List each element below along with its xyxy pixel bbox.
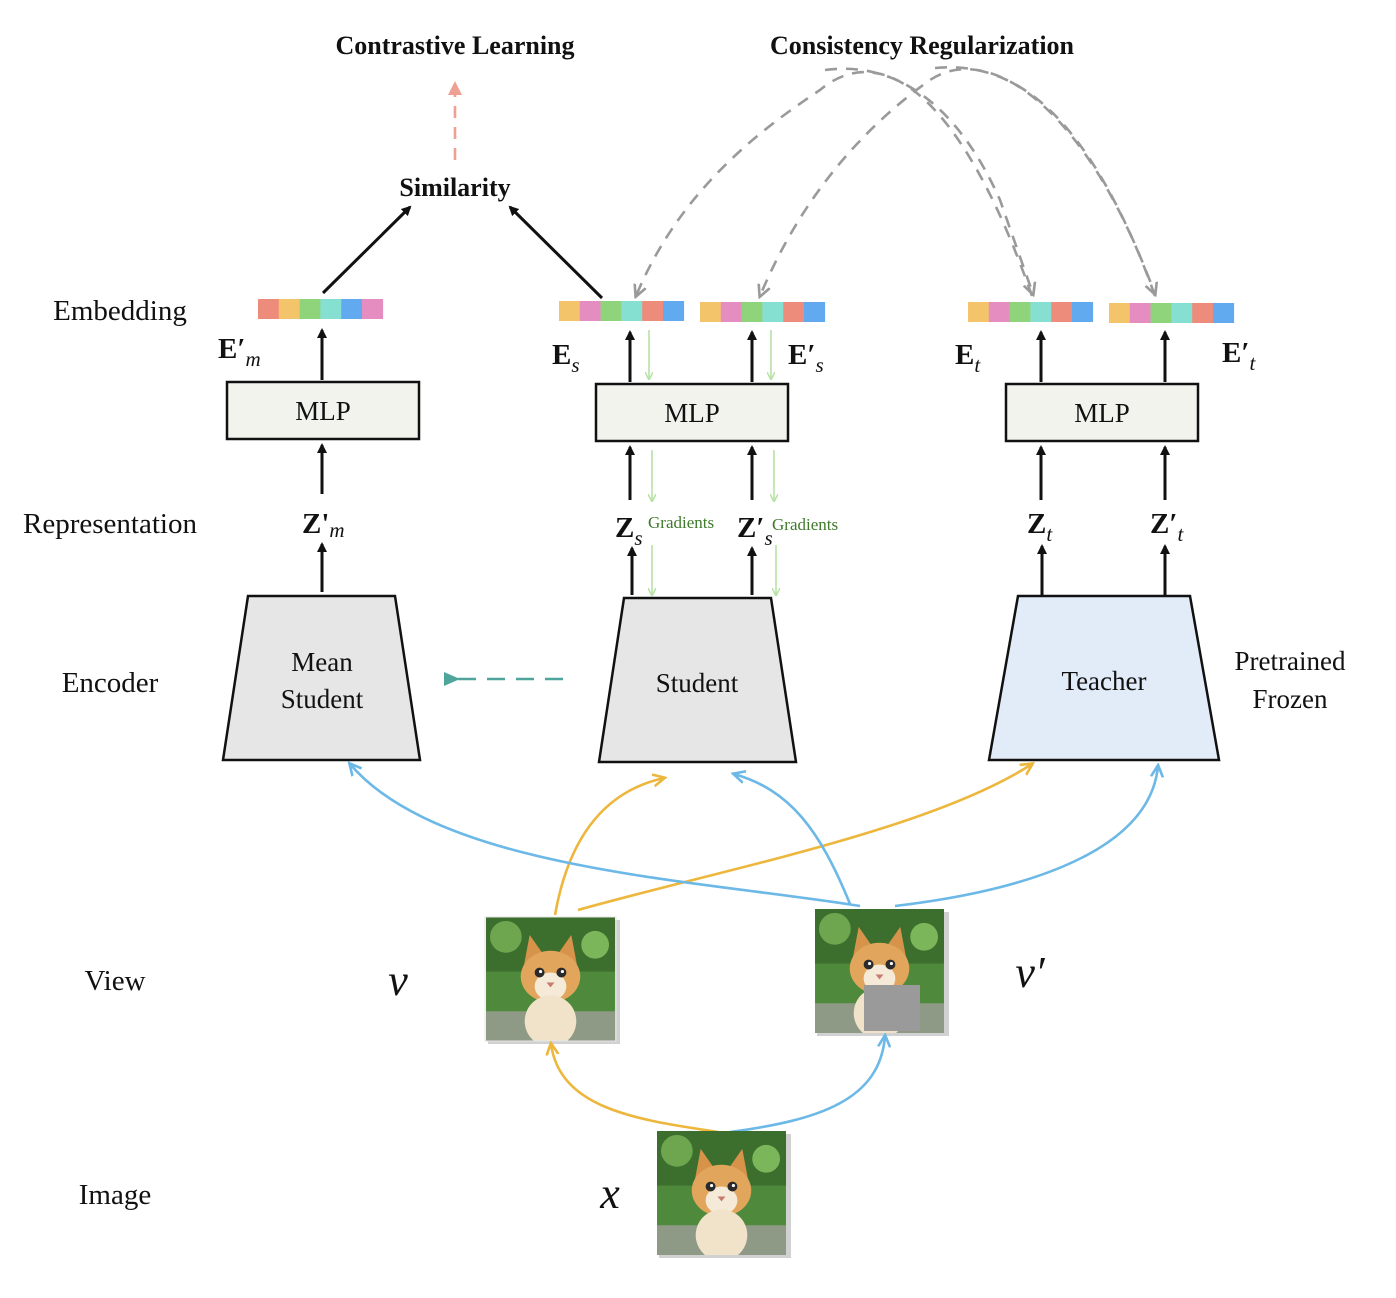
label-zt-prime: Z′t	[1150, 508, 1185, 546]
mlp-label: MLP	[295, 396, 351, 426]
embedding-cell	[1150, 303, 1172, 323]
embedding-cell	[600, 301, 622, 321]
view-v-symbol: v	[388, 956, 408, 1005]
label-zs-prime: Z′s	[737, 512, 773, 550]
row-label-embedding: Embedding	[53, 295, 187, 327]
embedding-cell	[1051, 302, 1073, 322]
embedding-cell	[362, 299, 384, 319]
embedding-cell	[1030, 302, 1052, 322]
embedding-cell	[1072, 302, 1094, 322]
mlp-label: MLP	[1074, 398, 1130, 428]
vp-to-teacher-arrow	[894, 766, 1158, 908]
mlp-label: MLP	[664, 398, 720, 428]
similarity-label: Similarity	[399, 173, 510, 202]
row-label-image: Image	[79, 1179, 151, 1211]
label-em: E′m	[218, 333, 261, 371]
mean-student-line2: Student	[281, 684, 364, 714]
embedding-bar-et-prime	[1109, 303, 1235, 323]
embedding-cell	[559, 301, 581, 321]
x-to-vp-arrow	[729, 1036, 885, 1134]
embedding-cell	[783, 302, 805, 322]
label-zt: Zt	[1027, 508, 1053, 546]
embedding-bar-em	[258, 299, 384, 319]
student-label: Student	[656, 668, 739, 698]
contrastive-learning-title: Contrastive Learning	[335, 31, 574, 60]
encoder-student	[597, 596, 798, 764]
image-x-symbol: x	[599, 1169, 620, 1218]
embedding-bar-es-prime	[700, 302, 826, 322]
embedding-bar-et	[968, 302, 1094, 322]
embedding-cell	[988, 302, 1010, 322]
row-label-view: View	[84, 965, 145, 997]
label-es: Es	[552, 339, 580, 377]
embedding-cell	[1213, 303, 1235, 323]
embedding-cell	[1109, 303, 1131, 323]
embedding-cell	[1171, 303, 1193, 323]
consistency-arrow-etp-to-esp	[760, 67, 1157, 296]
kitten-closeup-photo	[484, 916, 620, 1044]
mean-student-line1: Mean	[291, 647, 353, 677]
embedding-cell	[762, 302, 784, 322]
x-to-v-arrow	[551, 1044, 719, 1134]
embedding-cell	[258, 299, 280, 319]
embedding-cell	[579, 301, 601, 321]
consistency-regularization-title: Consistency Regularization	[770, 31, 1075, 60]
embedding-cell	[320, 299, 342, 319]
em-to-similarity-arrow	[321, 205, 412, 295]
gradients-label: Gradients	[648, 513, 714, 532]
consistency-arrow-es-to-et	[824, 67, 1033, 294]
gradients-label: Gradients	[772, 515, 838, 534]
label-zs: Zs	[615, 512, 643, 550]
label-et-prime: E′t	[1222, 337, 1257, 375]
vp-to-mean-student-arrow	[350, 764, 861, 908]
embedding-cell	[741, 302, 763, 322]
kitten-masked-photo	[815, 909, 949, 1036]
row-label-encoder: Encoder	[62, 667, 159, 699]
embedding-cell	[1192, 303, 1214, 323]
embedding-cell	[1129, 303, 1151, 323]
teacher-note-line1: Pretrained	[1235, 646, 1346, 676]
embedding-cell	[278, 299, 300, 319]
embedding-cell	[1009, 302, 1031, 322]
embedding-cell	[720, 302, 742, 322]
consistency-arrow-esp-to-etp	[934, 66, 1155, 294]
embedding-cell	[642, 301, 664, 321]
label-zm: Z'm	[302, 508, 345, 542]
embedding-cell	[968, 302, 990, 322]
embedding-cell	[341, 299, 363, 319]
embedding-cell	[663, 301, 685, 321]
view-v-prime-symbol: v′	[1015, 948, 1046, 997]
label-et: Et	[955, 339, 981, 377]
teacher-label: Teacher	[1061, 666, 1146, 696]
row-label-representation: Representation	[23, 508, 197, 540]
mlp-box-teacher	[1004, 382, 1200, 443]
encoder-mean-student	[221, 594, 422, 762]
mlp-box-student	[594, 382, 790, 443]
kitten-photo	[657, 1131, 791, 1258]
label-es-prime: E′s	[788, 339, 824, 377]
embedding-bar-es	[559, 301, 685, 321]
vp-to-student-arrow	[734, 774, 852, 905]
embedding-cell	[804, 302, 826, 322]
v-to-student-arrow	[553, 778, 664, 916]
embedding-cell	[621, 301, 643, 321]
consistency-arrow-et-to-es	[636, 70, 1034, 296]
mask-patch	[864, 985, 920, 1031]
embedding-cell	[700, 302, 722, 322]
es-to-similarity-arrow	[508, 205, 604, 300]
mlp-box-mean	[225, 380, 421, 441]
embedding-cell	[299, 299, 321, 319]
teacher-note-line2: Frozen	[1253, 684, 1328, 714]
v-to-teacher-arrow	[577, 764, 1032, 912]
encoder-teacher	[987, 594, 1221, 762]
